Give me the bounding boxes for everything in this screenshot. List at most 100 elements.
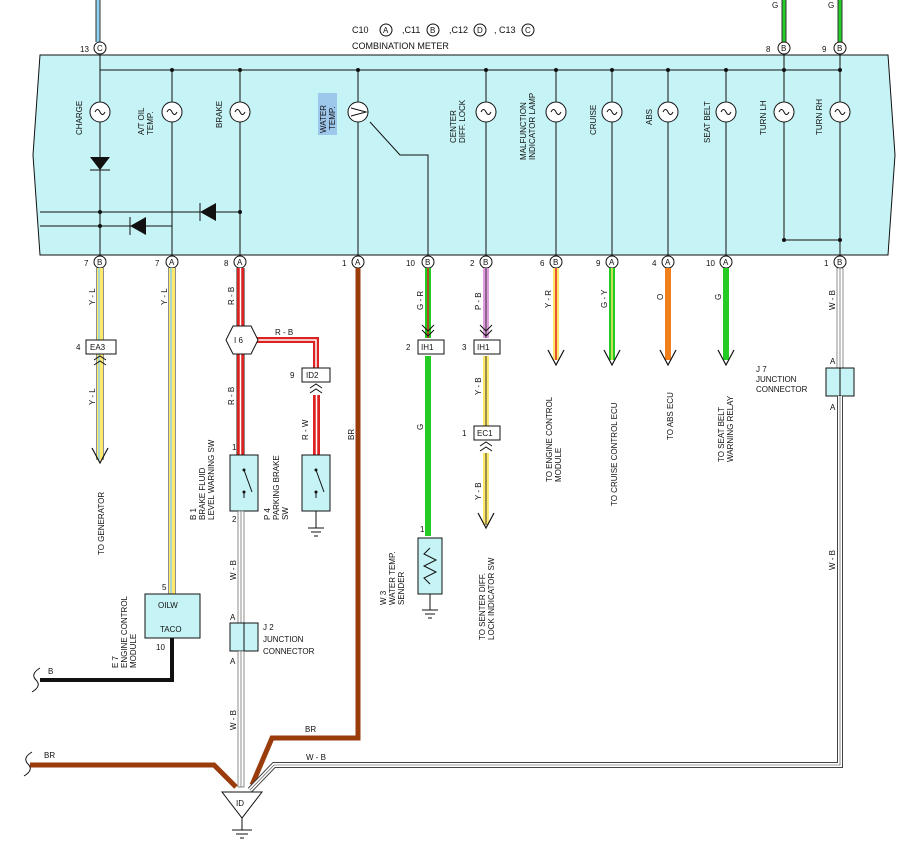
label-turn-lh: TURN LH: [759, 100, 768, 135]
w3-pin1: 1: [420, 525, 425, 534]
wire-rb-2: R - B: [227, 387, 236, 405]
conn-c12-letter: D: [477, 26, 483, 35]
p4-label-2: SW: [281, 507, 290, 520]
bpin-3-num: 1: [342, 259, 347, 268]
id2-label: ID2: [306, 371, 319, 380]
b1-pin2: 2: [232, 515, 237, 524]
conn-c10: C10: [352, 25, 369, 35]
b1-switch-box: [229, 454, 259, 512]
bpin-1-num: 7: [155, 259, 160, 268]
wire-wb-4: W - B: [828, 550, 837, 570]
lamp-turn-rh-icon: [829, 101, 851, 123]
bpin-8-letter: A: [665, 258, 671, 267]
bpin-10-letter: B: [837, 258, 842, 267]
wire-g-r: G - R IH1 2 G 1 W 3 WATER TEMP. SENDER: [379, 268, 445, 619]
j7-a-bottom: A: [830, 403, 836, 412]
pin-8: 8: [766, 45, 771, 54]
label-cruise: CRUISE: [589, 105, 598, 135]
bpin-10-num: 1: [824, 259, 829, 268]
ih1a-pin: 2: [406, 343, 411, 352]
bpin-4-letter: B: [425, 258, 430, 267]
wire-yr: Y - R: [544, 290, 553, 308]
lamp-symbols: [89, 101, 851, 123]
ecm-1: TO ENGINE CONTROL: [545, 396, 554, 482]
bpin-8-num: 4: [652, 259, 657, 268]
wire-g-2: G: [714, 294, 723, 300]
wire-wb-5: W - B: [306, 753, 326, 762]
bpin-6-num: 6: [540, 259, 545, 268]
seatbelt-2: WARNING RELAY: [726, 395, 735, 462]
bpin-5-num: 2: [470, 259, 475, 268]
b1-pin1: 1: [232, 443, 237, 452]
wire-label-g-2: G: [828, 1, 834, 10]
lamp-center-diff-icon: [475, 101, 497, 123]
bpin-7-letter: A: [609, 258, 615, 267]
label-water-2: TEMP.: [328, 107, 337, 130]
w3-label-2: SENDER: [397, 571, 406, 605]
wire-rw: R - W: [301, 419, 310, 440]
label-water-1: WATER: [319, 105, 328, 133]
combination-meter-body: [32, 54, 896, 256]
label-mil-2: INDICATOR LAMP: [528, 93, 537, 160]
wire-g-y: G - Y TO CRUISE CONTROL ECU: [600, 268, 621, 506]
bpin-9-letter: A: [723, 258, 729, 267]
j7-code: J 7: [756, 365, 767, 374]
wire-y-r: Y - R TO ENGINE CONTROL MODULE: [544, 268, 565, 482]
bpin-9-num: 10: [706, 259, 715, 268]
wire-wb-3: W - B: [828, 290, 837, 310]
center-sw-2: LOCK INDICATOR SW: [487, 557, 496, 640]
wire-b: B: [48, 667, 53, 676]
wire-br-1: BR: [347, 429, 356, 440]
pin-9: 9: [822, 45, 827, 54]
ih1b-pin: 3: [462, 343, 467, 352]
label-seatbelt: SEAT BELT: [703, 101, 712, 143]
j2-label-2: CONNECTOR: [263, 647, 315, 656]
water-temp-highlight: [318, 93, 337, 135]
j7-a-top: A: [830, 357, 836, 366]
wire-yb-2: Y - B: [474, 482, 483, 500]
w3-label-1: WATER TEMP.: [388, 552, 397, 606]
e7-oilw: OILW: [158, 601, 178, 610]
wire-yl-2: Y - L: [88, 388, 97, 405]
abs-ecu: TO ABS ECU: [666, 392, 675, 440]
wire-yb-1: Y - B: [474, 377, 483, 395]
wire-label-g-1: G: [772, 1, 778, 10]
junction-dots: [98, 68, 842, 242]
e7-pin5: 5: [162, 583, 167, 592]
lamp-cruise-icon: [601, 101, 623, 123]
to-generator: TO GENERATOR: [97, 492, 106, 555]
label-turn-rh: TURN RH: [815, 99, 824, 135]
conn-c13: , C13: [494, 25, 516, 35]
ground-id: ID: [220, 791, 264, 839]
cruise-ecu: TO CRUISE CONTROL ECU: [610, 402, 619, 506]
bpin-0-letter: B: [97, 258, 102, 267]
wire-wb-1: W - B: [229, 560, 238, 580]
wire-g-seatbelt: G TO SEAT BELT WARNING RELAY: [714, 268, 735, 462]
conn-c13-letter: C: [525, 26, 531, 35]
top-wires: G G: [95, 0, 843, 42]
ground-id-label: ID: [236, 799, 244, 808]
lamp-brake-icon: [229, 101, 251, 123]
b1-label-2: LEVEL WARNING SW: [207, 439, 216, 520]
label-brake: BRAKE: [215, 101, 224, 128]
conn-c11-letter: B: [430, 26, 435, 35]
p4-label-1: PARKING BRAKE: [272, 455, 281, 520]
p4-switch-box: [301, 454, 331, 512]
wire-y-l-ecm: Y - L 5 OILW TACO 10 E 7 ENGINE CONTROL …: [31, 268, 201, 693]
diode-brake-icon: [200, 203, 216, 221]
conn-c10-letter: A: [383, 26, 389, 35]
wire-rb-1: R - B: [227, 287, 236, 305]
bpin-6-letter: B: [553, 258, 558, 267]
pin-13: 13: [80, 45, 89, 54]
e7-label-2: MODULE: [129, 634, 138, 668]
i6-label: I 6: [234, 336, 243, 345]
wire-g-1: G: [416, 424, 425, 430]
b1-label-1: BRAKE FLUID: [198, 467, 207, 520]
label-at-oil-1: A/T OIL: [137, 107, 146, 135]
ground-id-triangle: [220, 791, 264, 819]
bpin-1-letter: A: [169, 258, 175, 267]
e7-label-1: ENGINE CONTROL: [120, 595, 129, 668]
label-at-oil-2: TEMP.: [146, 112, 155, 135]
gauge-water-temp-icon: [347, 101, 369, 123]
pin-13-letter: C: [97, 44, 103, 53]
